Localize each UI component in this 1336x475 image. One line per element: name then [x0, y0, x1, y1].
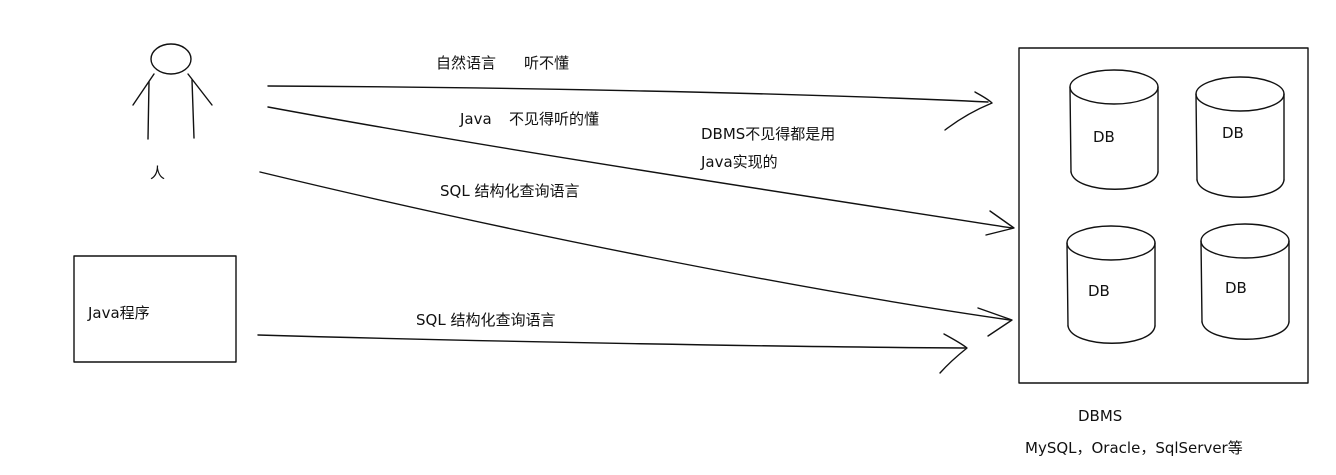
dbms-note-line1: DBMS不见得都是用 — [701, 125, 835, 143]
db-cylinder-2 — [1195, 76, 1285, 198]
person-left-arm — [132, 73, 155, 106]
java-label: Java — [459, 110, 492, 128]
arrow-sql-program — [257, 333, 968, 374]
java-program-label: Java程序 — [87, 304, 150, 322]
db-label-4: DB — [1225, 279, 1247, 297]
person-figure — [132, 43, 213, 140]
person-left-leg — [147, 81, 150, 140]
db-cylinder-1 — [1069, 69, 1159, 190]
natural-language-label: 自然语言 — [436, 54, 496, 72]
arrow-natural-language — [267, 85, 993, 131]
person-right-arm — [187, 73, 213, 106]
java-maybe-label: 不见得听的懂 — [509, 110, 599, 128]
db-cylinder-4 — [1200, 223, 1290, 340]
person-head — [150, 43, 192, 75]
db-label-1: DB — [1093, 128, 1115, 146]
arrow-sql-person — [259, 171, 1013, 337]
sql-program-label: SQL 结构化查询语言 — [416, 311, 555, 329]
db-label-3: DB — [1088, 282, 1110, 300]
dbms-note-line2: Java实现的 — [700, 153, 778, 171]
db-label-2: DB — [1222, 124, 1244, 142]
dbms-caption-products: MySQL，Oracle，SqlServer等 — [1025, 439, 1243, 457]
person-right-leg — [191, 79, 195, 139]
dbms-caption-title: DBMS — [1078, 407, 1122, 425]
not-understood-label: 听不懂 — [524, 54, 569, 72]
dbms-box — [1018, 47, 1309, 384]
java-program-box — [73, 255, 237, 363]
person-label: 人 — [150, 164, 165, 182]
sql-person-label: SQL 结构化查询语言 — [440, 182, 579, 200]
db-cylinder-3 — [1066, 225, 1156, 344]
arrow-java — [267, 106, 1015, 236]
